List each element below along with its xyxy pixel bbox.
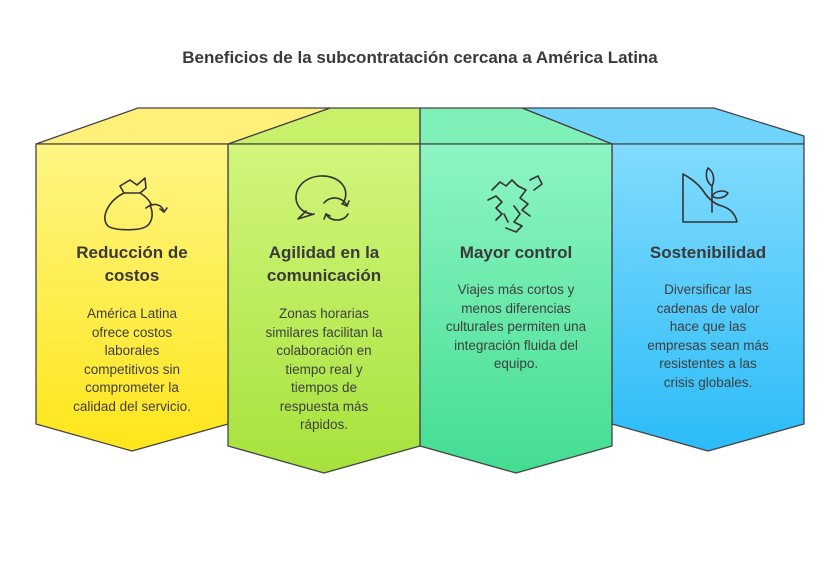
card-3-title: Mayor control: [459, 243, 573, 262]
card-1: Reducción de costos América Latina ofrec…: [48, 241, 216, 416]
page-title: Beneficios de la subcontratación cercana…: [182, 48, 658, 67]
card-4-description: Diversificar las cadenas de valor hace q…: [647, 282, 769, 390]
card-3-description: Viajes más cortos y menos diferencias cu…: [445, 282, 587, 371]
chat-refresh-icon: [295, 175, 350, 221]
card-3: Mayor control Viajes más cortos y menos …: [432, 241, 600, 374]
plant-growth-icon: [682, 167, 738, 223]
money-bag-icon: [104, 177, 168, 231]
card-4-title: Sostenibilidad: [649, 243, 767, 262]
card-1-title: Reducción de costos: [76, 243, 188, 285]
handshake-icon: [487, 175, 543, 233]
card-2-description: Zonas horarias similares facilitan la co…: [265, 306, 383, 432]
card-1-description: América Latina ofrece costos laborales c…: [73, 306, 191, 414]
card-2: Agilidad en la comunicación Zonas horari…: [240, 241, 408, 435]
card-1-body: [35, 143, 229, 452]
card-2-title: Agilidad en la comunicación: [266, 243, 382, 285]
card-4: Sostenibilidad Diversificar las cadenas …: [624, 241, 792, 392]
